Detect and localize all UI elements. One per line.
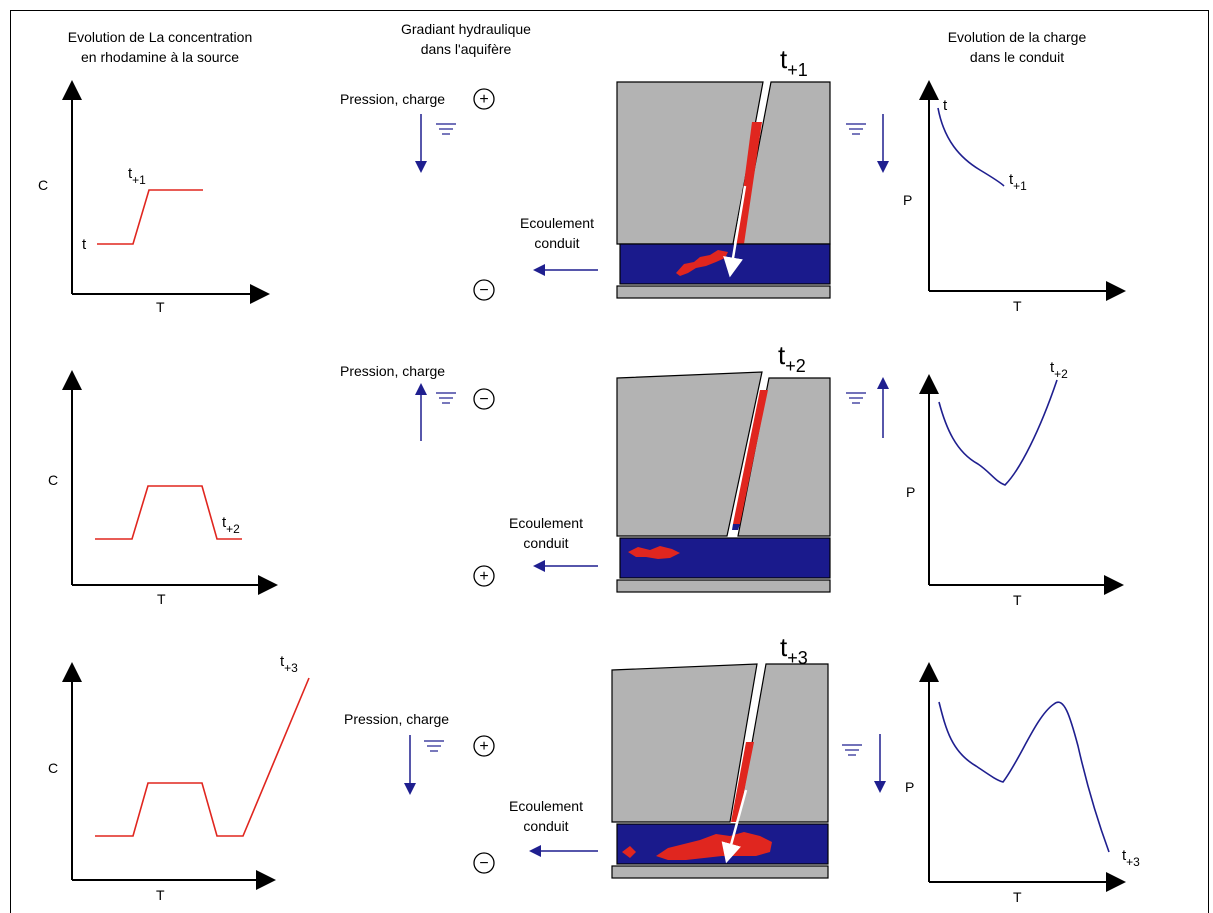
t-axis-label: T: [157, 591, 166, 607]
minus-sign: −: [479, 391, 488, 408]
minus-sign: −: [479, 855, 488, 872]
pressure-label: Pression, charge: [344, 711, 449, 727]
flow-label-line1: Ecoulement: [520, 215, 594, 231]
tracer-plume: [676, 250, 728, 276]
concentration-curve: [97, 189, 203, 245]
charge-chart-1: P T t t+1: [903, 80, 1126, 314]
tracer-column: [733, 390, 768, 524]
plus-sign-icon: [473, 565, 495, 587]
c-axis-label: C: [48, 760, 58, 776]
gradient-1: Pression, charge + Ecoulement conduit −: [340, 88, 598, 301]
p-axis-label: P: [903, 192, 912, 208]
right-header-line2: dans le conduit: [970, 49, 1064, 65]
tracer-column: [736, 122, 762, 244]
water-level-icon: [842, 744, 862, 756]
plus-sign-icon: [473, 88, 495, 110]
t-axis-label: T: [1013, 298, 1022, 314]
pressure-label: Pression, charge: [340, 91, 445, 107]
water-level-icon: [436, 392, 456, 404]
charge-start-label: t: [943, 97, 948, 114]
aquifer-block-3: t+3: [611, 632, 886, 879]
block-time-label: t+1: [780, 44, 808, 80]
water-level-icon: [436, 123, 456, 135]
gradient-3: Pression, charge + Ecoulement conduit −: [344, 711, 598, 874]
charge-curve: [938, 701, 1110, 853]
injection-arrow-icon: [721, 789, 748, 864]
curve-end-label: t+1: [128, 165, 146, 187]
left-header-line2: en rhodamine à la source: [81, 49, 239, 65]
curve-end-label: t+3: [280, 653, 298, 675]
row-3: C T t+3 Pression, charge + Ecoulement co…: [48, 632, 1140, 905]
injection-arrow-icon: [723, 185, 747, 278]
flow-label-line1: Ecoulement: [509, 798, 583, 814]
water-level-icon: [846, 123, 866, 135]
minus-sign: −: [479, 282, 488, 299]
curve-end-label: t+2: [222, 514, 240, 536]
gradient-2: Pression, charge − Ecoulement conduit +: [340, 363, 598, 587]
left-header-line1: Evolution de La concentration: [68, 29, 252, 45]
plus-sign: +: [479, 568, 488, 585]
plus-sign-icon: [473, 735, 495, 757]
charge-chart-3: P T t+3: [905, 662, 1140, 905]
row-1: C T t t+1 Pression, charge + Ecoulement …: [38, 44, 1126, 315]
tracer-column: [731, 742, 754, 822]
charge-end-label: t+2: [1050, 359, 1068, 381]
concentration-chart-3: C T t+3: [48, 653, 310, 903]
flow-label-line2: conduit: [523, 818, 568, 834]
block-time-label: t+3: [780, 632, 808, 668]
concentration-curve: [95, 485, 242, 540]
tracer-plume: [656, 832, 772, 860]
right-header-line1: Evolution de la charge: [948, 29, 1087, 45]
curve-start-label: t: [82, 236, 87, 253]
aquifer-block-2: t+2: [616, 340, 889, 593]
water-in-fracture: [732, 524, 740, 530]
conduit-water: [619, 537, 831, 579]
pressure-label: Pression, charge: [340, 363, 445, 379]
c-axis-label: C: [48, 472, 58, 488]
water-level-icon: [846, 392, 866, 404]
charge-end-label: t+1: [1009, 171, 1027, 193]
charge-curve: [937, 107, 1005, 187]
plus-sign: +: [479, 738, 488, 755]
flow-label-line1: Ecoulement: [509, 515, 583, 531]
tracer-fragment: [622, 846, 636, 858]
p-axis-label: P: [906, 484, 915, 500]
concentration-chart-2: C T t+2: [48, 370, 278, 607]
water-level-icon: [424, 740, 444, 752]
tracer-plume: [628, 546, 680, 559]
rock-left: [616, 371, 763, 537]
charge-end-label: t+3: [1122, 847, 1140, 869]
rock-base: [611, 865, 829, 879]
charge-chart-2: P T t+2: [906, 359, 1124, 608]
rock-left: [611, 663, 758, 823]
c-axis-label: C: [38, 177, 48, 193]
minus-sign-icon: [473, 279, 495, 301]
aquifer-block-1: t+1: [616, 44, 889, 299]
t-axis-label: T: [1013, 889, 1022, 905]
row-2: C T t+2 Pression, charge − Ecoulement co…: [48, 340, 1124, 608]
t-axis-label: T: [156, 887, 165, 903]
plus-sign: +: [479, 91, 488, 108]
minus-sign-icon: [473, 852, 495, 874]
rock-base: [616, 285, 831, 299]
t-axis-label: T: [1013, 592, 1022, 608]
flow-label-line2: conduit: [523, 535, 568, 551]
figure-frame: [10, 10, 1209, 913]
concentration-curve: [95, 677, 310, 837]
rock-base: [616, 579, 831, 593]
concentration-chart-1: C T t t+1: [38, 80, 270, 315]
flow-label-line2: conduit: [534, 235, 579, 251]
block-time-label: t+2: [778, 340, 806, 376]
middle-header-line2: dans l'aquifère: [421, 41, 512, 57]
t-axis-label: T: [156, 299, 165, 315]
minus-sign-icon: [473, 388, 495, 410]
middle-header-line1: Gradiant hydraulique: [401, 21, 531, 37]
p-axis-label: P: [905, 779, 914, 795]
conduit-water: [619, 243, 831, 285]
charge-curve: [938, 379, 1058, 486]
